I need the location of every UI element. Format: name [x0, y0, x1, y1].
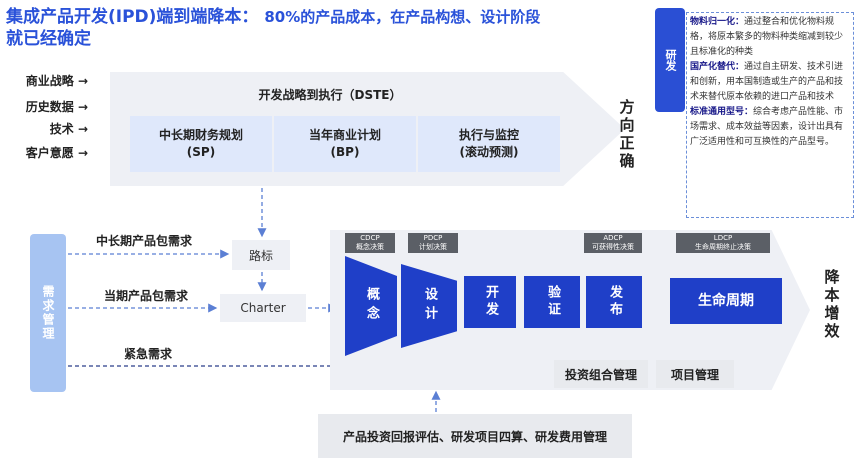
- dste-box-sp: 中长期财务规划 (SP): [130, 116, 272, 172]
- dcp-cdcp-desc: 概念决策: [356, 243, 384, 251]
- phase-verify: 验证: [524, 276, 580, 328]
- dste-box-sp-name: 中长期财务规划: [158, 128, 243, 142]
- dste-title: 开发战略到执行（DSTE）: [258, 88, 402, 102]
- dste-box-monitor-abbr: (滚动预测): [459, 145, 519, 159]
- dcp-badge-cdcp: CDCP 概念决策: [345, 233, 395, 253]
- phase-verify-label: 验证: [545, 285, 560, 319]
- growth-text: 降本增效: [824, 268, 840, 340]
- phase-concept-label: 概念: [364, 287, 379, 325]
- dcp-badge-pdcp: PDCP 计划决策: [408, 233, 458, 253]
- roadmap-box: 路标: [232, 240, 290, 270]
- rnd-item-3-head: 标准通用型号：: [690, 107, 754, 117]
- urgent-demand-label: 紧急需求: [124, 347, 173, 361]
- dcp-pdcp-desc: 计划决策: [419, 243, 447, 251]
- dcp-adcp-code: ADCP: [603, 234, 623, 242]
- portfolio-mgmt-box: 投资组合管理: [554, 360, 648, 388]
- demand-label: 需求管理: [41, 285, 55, 341]
- phase-design: 设计: [401, 264, 457, 348]
- phase-lifecycle: 生命周期: [670, 278, 782, 324]
- rnd-item-2-head: 国产化替代：: [690, 62, 745, 72]
- demand-management-box: 需求管理: [30, 234, 66, 392]
- rnd-item-1-head: 物料归一化：: [690, 17, 745, 27]
- phase-publish-label: 发布: [607, 285, 622, 319]
- dcp-ldcp-desc: 生命周期终止决策: [695, 243, 751, 251]
- page-title: 集成产品开发(IPD)端到端降本： 80%的产品成本，在产品构想、设计阶段 就已…: [6, 6, 646, 50]
- dste-box-bp-abbr: (BP): [330, 145, 360, 159]
- rnd-item-2-text: 通过自主研发、技术引进和创新，用本国制造或生产的产品和技术来替代原本依赖的进口产…: [690, 62, 844, 102]
- rnd-description: 物料归一化：通过整合和优化物料规格，将原本繁多的物料种类缩减到较少且标准化的种类…: [686, 12, 854, 218]
- dcp-adcp-desc: 可获得性决策: [592, 243, 634, 251]
- title-line2: 就已经确定: [6, 29, 91, 49]
- investment-box: 产品投资回报评估、研发项目四算、研发费用管理: [318, 414, 632, 458]
- input-technology: 技术 →: [49, 122, 88, 136]
- midlong-demand-label: 中长期产品包需求: [96, 234, 193, 248]
- dste-box-sp-abbr: (SP): [186, 145, 216, 159]
- phase-develop: 开发: [464, 276, 516, 328]
- phase-design-label: 设计: [422, 287, 437, 325]
- dste-box-monitor-name: 执行与监控: [458, 128, 519, 142]
- rnd-item-1-text: 通过整合和优化物料规格，将原本繁多的物料种类缩减到较少且标准化的种类: [690, 17, 844, 57]
- dste-box-monitor: 执行与监控 (滚动预测): [418, 116, 560, 172]
- rnd-item-3-text: 综合考虑产品性能、市场需求、成本效益等因素，设计出具有广泛适用性和可互换性的产品…: [690, 107, 844, 147]
- dcp-pdcp-code: PDCP: [423, 234, 443, 242]
- rnd-label-box: 研发: [655, 8, 685, 112]
- dcp-cdcp-code: CDCP: [360, 234, 380, 242]
- title-main: 集成产品开发(IPD)端到端降本：: [6, 7, 259, 27]
- charter-box: Charter: [220, 294, 306, 322]
- dcp-badge-adcp: ADCP 可获得性决策: [584, 233, 642, 253]
- current-demand-label: 当期产品包需求: [104, 289, 189, 303]
- project-mgmt-box: 项目管理: [656, 360, 734, 388]
- title-sub: 80%的产品成本，在产品构想、设计阶段: [264, 8, 541, 26]
- rnd-label: 研发: [664, 49, 677, 71]
- input-customer-intent: 客户意愿 →: [25, 146, 88, 160]
- dcp-badge-ldcp: LDCP 生命周期终止决策: [676, 233, 770, 253]
- dste-box-bp: 当年商业计划 (BP): [274, 116, 416, 172]
- phase-develop-label: 开发: [483, 285, 498, 319]
- phase-publish: 发布: [586, 276, 642, 328]
- dcp-ldcp-code: LDCP: [713, 234, 733, 242]
- input-history-data: 历史数据 →: [25, 100, 88, 114]
- dste-box-bp-name: 当年商业计划: [308, 128, 381, 142]
- input-business-strategy: 商业战略 →: [25, 74, 88, 88]
- direction-text: 方向正确: [619, 98, 635, 170]
